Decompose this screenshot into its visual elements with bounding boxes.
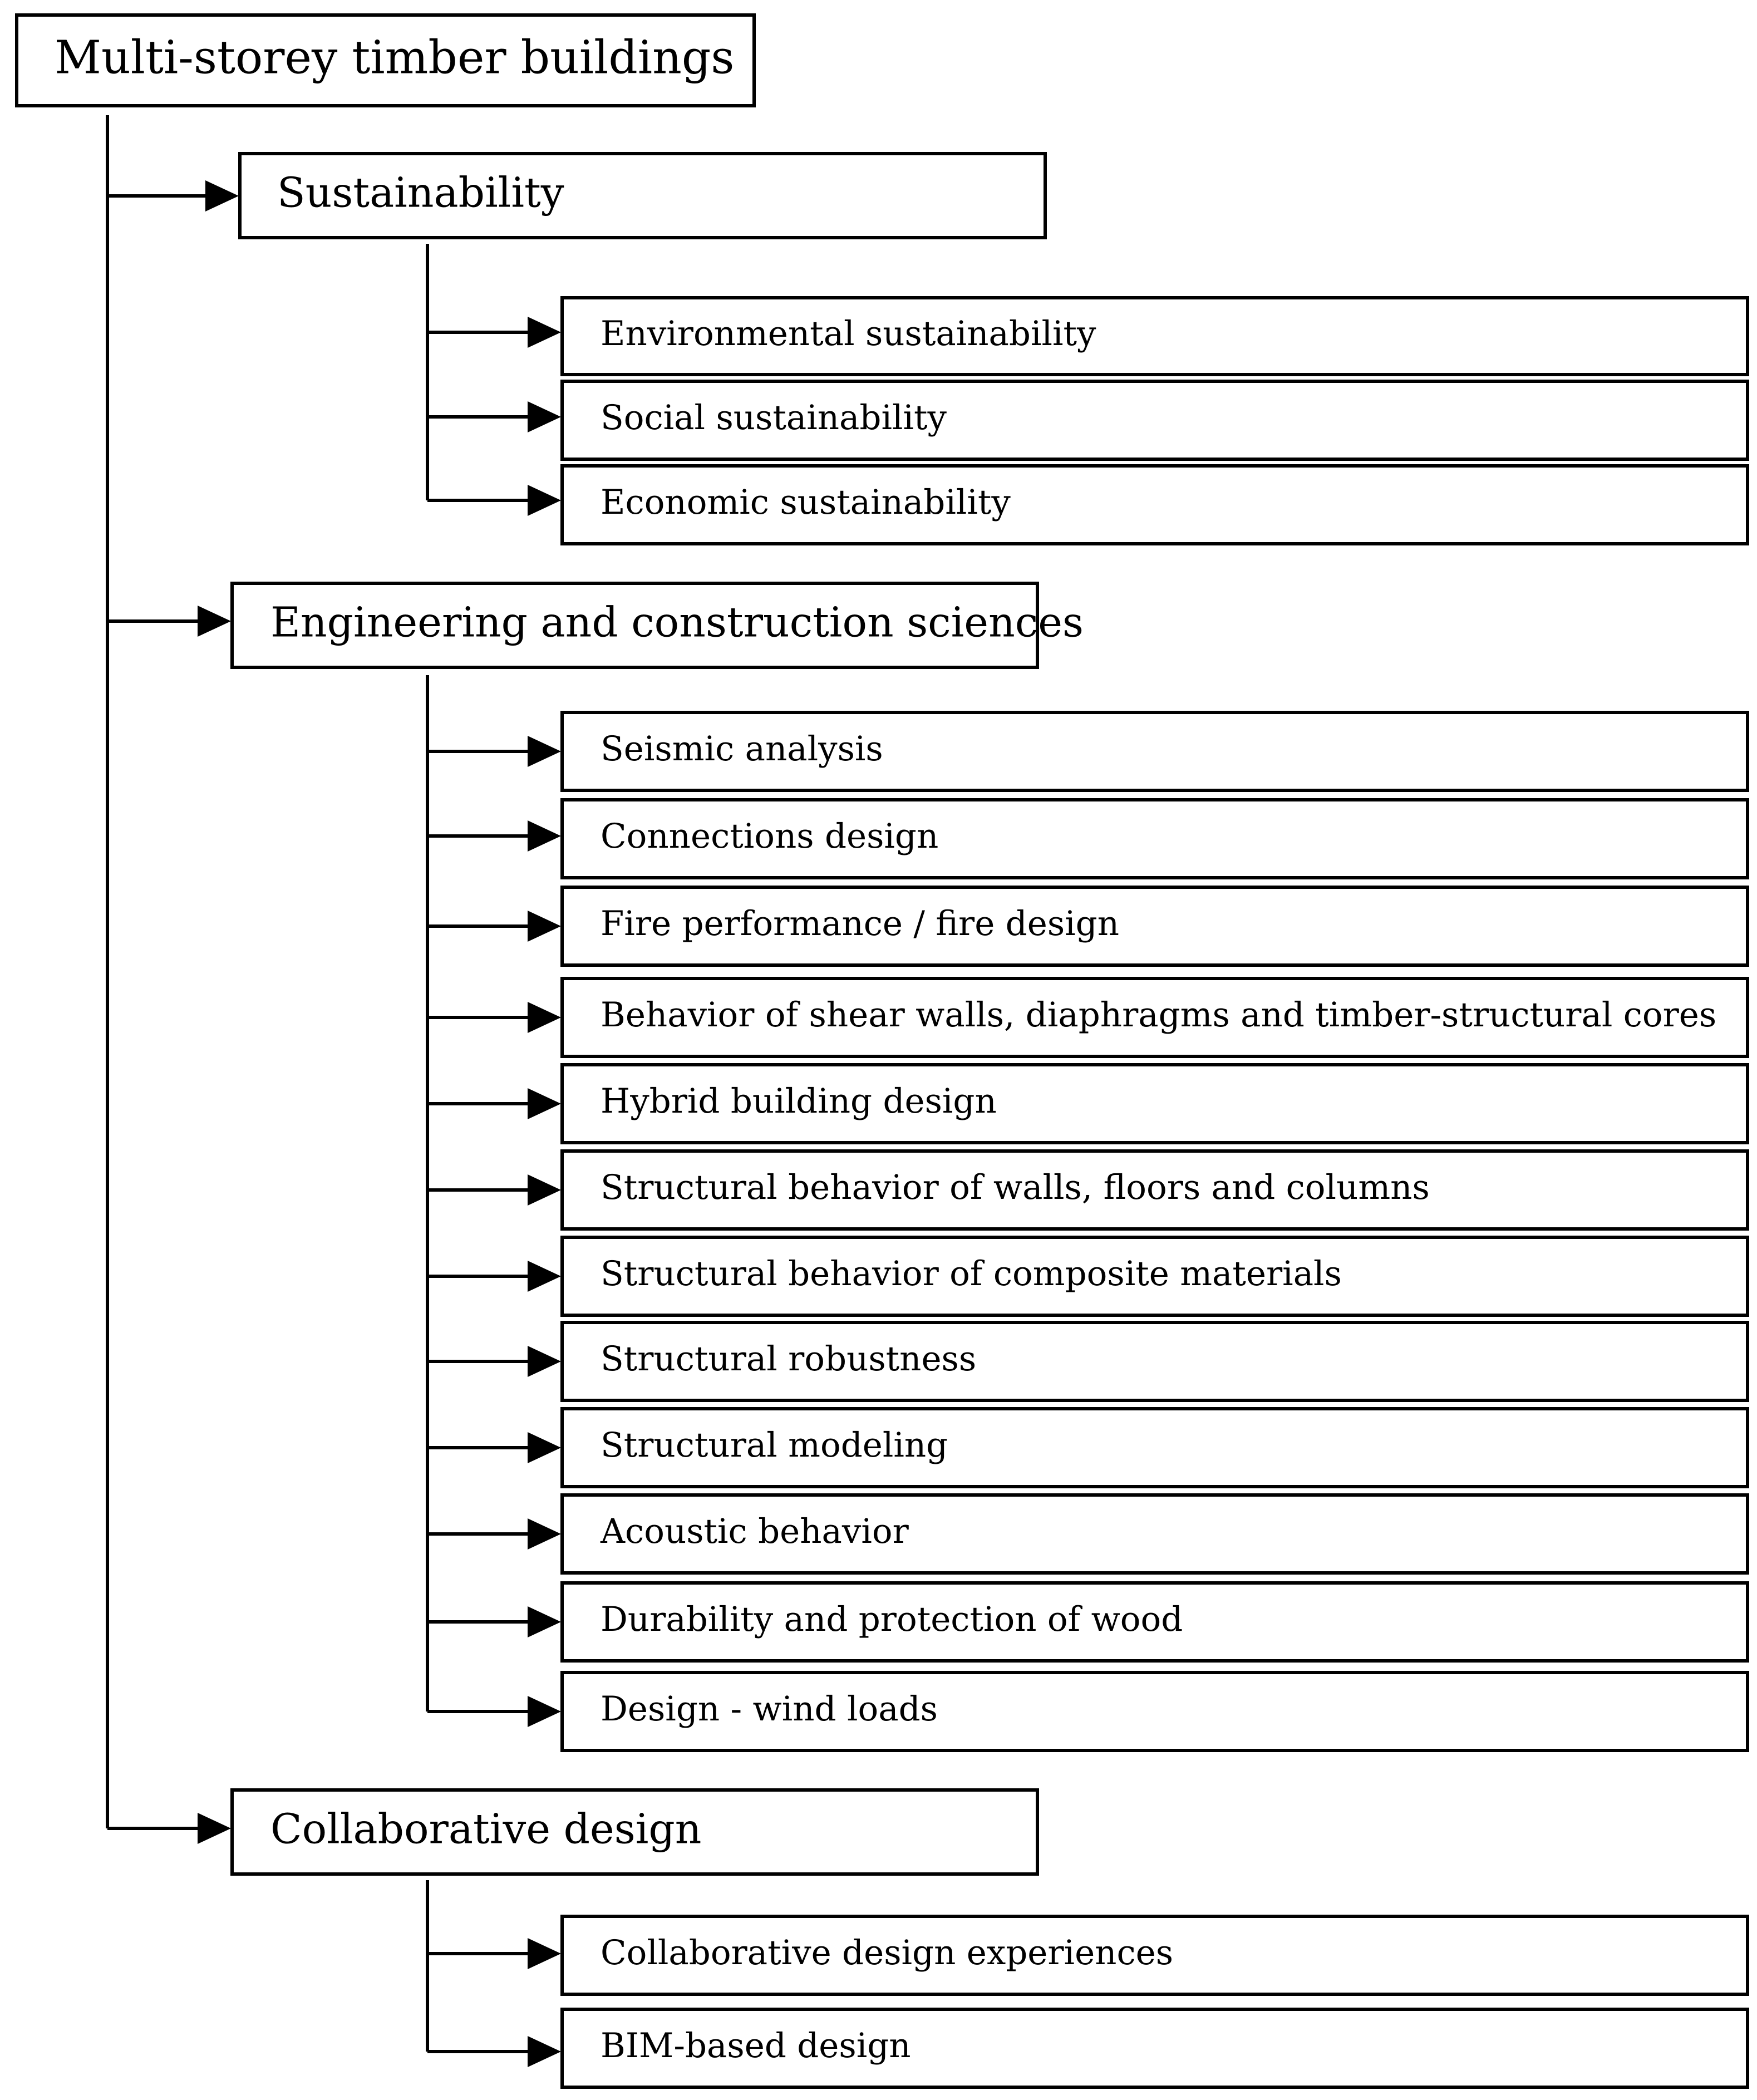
subtopic-box [560, 798, 1749, 879]
arrowhead [528, 820, 561, 852]
arrowhead [528, 736, 561, 767]
subtopic-label: Social sustainability [601, 398, 947, 437]
category-node-collaborative: Collaborative design [230, 1788, 1039, 1876]
category-node-engineering: Engineering and construction sciences [230, 582, 1084, 669]
subtopic-box [560, 1581, 1749, 1663]
connectors [106, 115, 561, 2067]
arrowhead [528, 1518, 561, 1550]
subtopic-label: Structural behavior of walls, floors and… [601, 1168, 1430, 1207]
category-box [238, 152, 1047, 239]
arrowhead [528, 1002, 561, 1033]
subtopic-box [560, 2008, 1749, 2089]
category-label: Engineering and construction sciences [270, 598, 1084, 646]
subtopic-list-collaborative: Collaborative design experiences BIM-bas… [560, 1915, 1749, 2089]
subtopic-label: Connections design [601, 817, 938, 856]
subtopic-box [560, 1236, 1749, 1317]
subtopic-label: Acoustic behavior [600, 1512, 909, 1551]
subtopic-box [560, 464, 1749, 545]
arrowhead [528, 1088, 561, 1119]
arrowhead [198, 1813, 231, 1844]
arrowhead [528, 1696, 561, 1727]
subtopic-label: Hybrid building design [601, 1081, 997, 1121]
subtopic-box [560, 1063, 1749, 1144]
root-box [15, 13, 756, 107]
subtopic-box [560, 711, 1749, 792]
subtopic-box [560, 977, 1749, 1058]
arrowhead [528, 1938, 561, 1969]
arrowhead [528, 1346, 561, 1377]
arrowhead [528, 2036, 561, 2067]
arrowhead [528, 401, 561, 432]
subtopic-label: Environmental sustainability [601, 314, 1096, 353]
arrowhead [528, 317, 561, 348]
subtopic-label: BIM-based design [601, 2026, 911, 2065]
subtopic-label: Economic sustainability [601, 483, 1011, 522]
category-label: Collaborative design [270, 1805, 701, 1853]
subtopic-label: Structural behavior of composite materia… [601, 1254, 1342, 1294]
subtopic-box [560, 380, 1749, 461]
subtopic-label: Fire performance / fire design [601, 904, 1119, 943]
subtopic-label: Behavior of shear walls, diaphragms and … [601, 995, 1716, 1035]
category-node-sustainability: Sustainability [238, 152, 1047, 239]
arrowhead [528, 1432, 561, 1463]
arrowhead [528, 1261, 561, 1292]
subtopic-label: Durability and protection of wood [601, 1600, 1183, 1639]
arrowhead [528, 485, 561, 516]
arrowhead [528, 1174, 561, 1206]
subtopic-list-sustainability: Environmental sustainability Social sust… [560, 296, 1749, 545]
root-node: Multi-storey timber buildings [15, 13, 756, 107]
subtopic-box [560, 1149, 1749, 1231]
subtopic-label: Design - wind loads [601, 1689, 938, 1729]
subtopic-label: Structural modeling [601, 1425, 948, 1465]
arrowhead [205, 180, 239, 212]
arrowhead [528, 911, 561, 942]
arrowhead [528, 1606, 561, 1637]
category-box [230, 582, 1039, 669]
subtopic-list-engineering: Seismic analysis Connections design Fire… [560, 711, 1749, 1752]
subtopic-box [560, 1407, 1749, 1488]
category-label: Sustainability [277, 169, 564, 217]
category-box [230, 1788, 1039, 1876]
subtopic-box [560, 1671, 1749, 1752]
subtopic-label: Structural robustness [601, 1339, 976, 1379]
subtopic-box [560, 1493, 1749, 1575]
subtopic-box [560, 1321, 1749, 1402]
subtopic-label: Seismic analysis [601, 729, 883, 769]
arrowhead [198, 606, 231, 637]
subtopic-box [560, 1915, 1749, 1996]
subtopic-label: Collaborative design experiences [601, 1933, 1173, 1973]
subtopic-box [560, 296, 1749, 376]
root-label: Multi-storey timber buildings [55, 32, 734, 85]
subtopic-box [560, 886, 1749, 967]
